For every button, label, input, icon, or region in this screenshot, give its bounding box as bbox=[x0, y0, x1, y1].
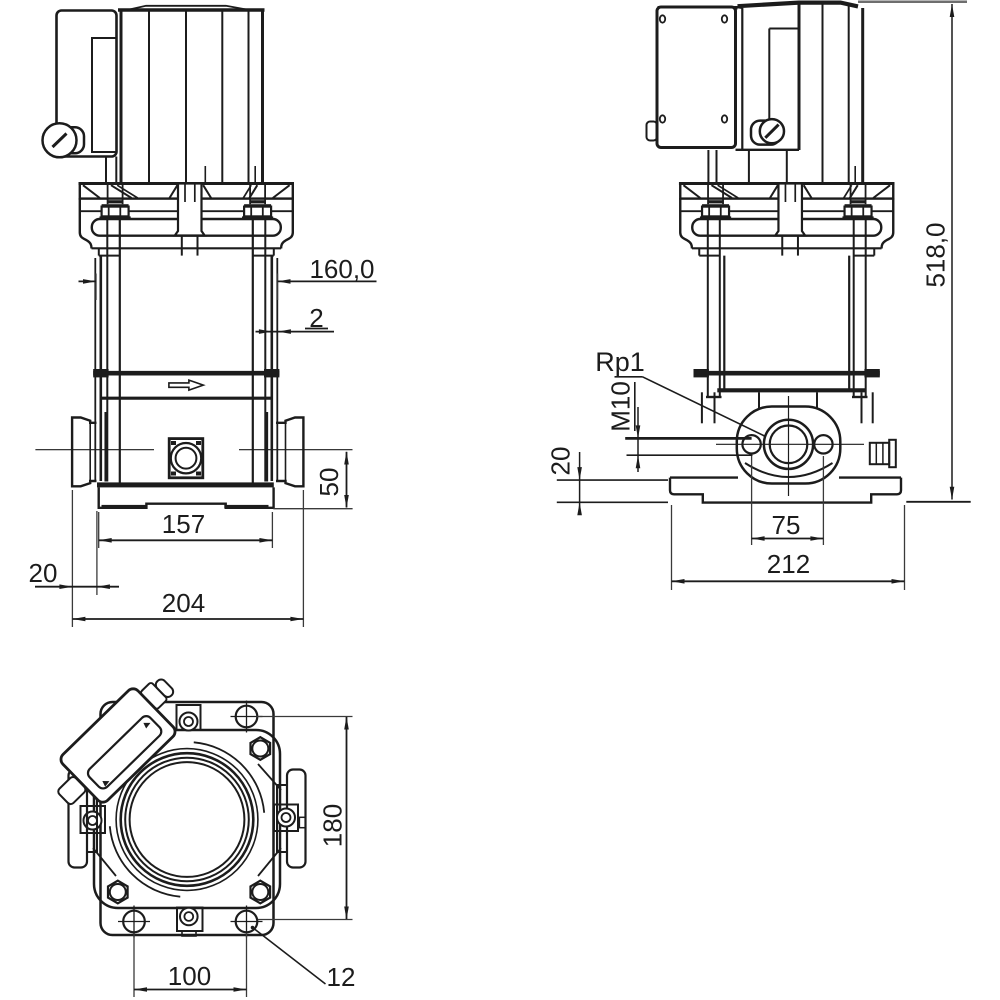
svg-text:50: 50 bbox=[314, 468, 344, 497]
svg-text:20: 20 bbox=[546, 447, 576, 476]
svg-text:212: 212 bbox=[767, 549, 810, 579]
svg-text:157: 157 bbox=[162, 509, 205, 539]
svg-text:100: 100 bbox=[168, 961, 211, 991]
svg-text:204: 204 bbox=[162, 588, 205, 618]
svg-text:160,0: 160,0 bbox=[309, 254, 374, 284]
svg-text:20: 20 bbox=[29, 558, 58, 588]
svg-text:518,0: 518,0 bbox=[921, 222, 951, 287]
svg-text:M10: M10 bbox=[606, 381, 636, 432]
svg-text:75: 75 bbox=[772, 510, 801, 540]
svg-text:Rp1: Rp1 bbox=[595, 347, 645, 377]
svg-text:2: 2 bbox=[309, 303, 323, 333]
svg-text:180: 180 bbox=[318, 804, 348, 847]
svg-text:12: 12 bbox=[327, 962, 356, 992]
